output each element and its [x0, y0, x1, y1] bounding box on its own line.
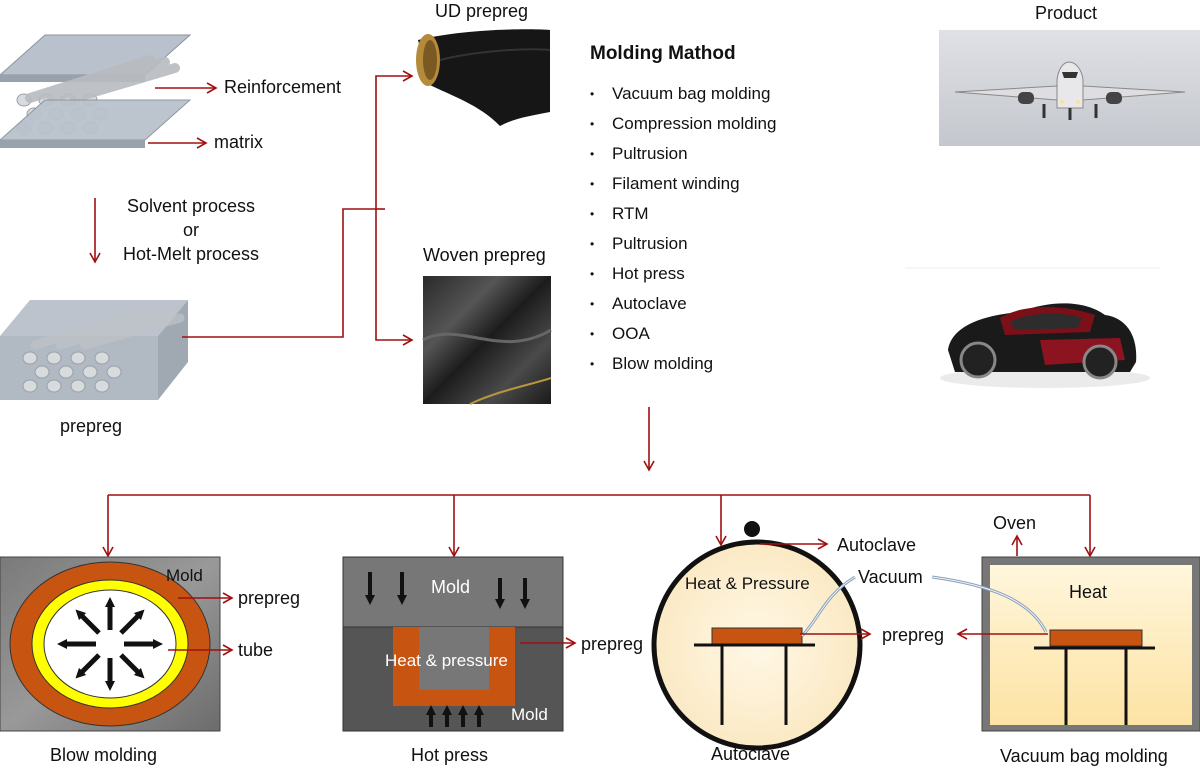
flow-connectors	[89, 70, 1096, 558]
autoclave-heat-pressure-label: Heat & Pressure	[685, 574, 810, 593]
molding-method-item: Hot press	[590, 260, 776, 290]
vacuum-bag-schematic	[931, 534, 1200, 732]
process-line-or: or	[182, 220, 199, 240]
hotpress-prepreg-label: prepreg	[581, 634, 644, 654]
blow-mold-label: Mold	[166, 566, 203, 585]
reinforcement-label: Reinforcement	[224, 77, 342, 97]
molding-method-item: Blow molding	[590, 350, 776, 380]
autoclave-prepreg-label: prepreg	[882, 625, 945, 645]
vacuum-bag-caption: Vacuum bag molding	[1000, 746, 1168, 766]
oven-label: Oven	[993, 513, 1037, 533]
molding-method-item: Pultrusion	[590, 230, 776, 260]
process-label: Solvent process or Hot-Melt process	[110, 194, 272, 266]
woven-prepreg-label: Woven prepreg	[423, 245, 546, 265]
layered-laminate-illustration	[0, 34, 192, 148]
sports-car-product-image	[905, 267, 1160, 388]
molding-method-item: Pultrusion	[590, 140, 776, 170]
molding-method-item: RTM	[590, 200, 776, 230]
molding-method-item: Autoclave	[590, 290, 776, 320]
woven-prepreg-image	[422, 276, 552, 405]
prepreg-block-illustration	[0, 300, 188, 400]
oven-heat-label: Heat	[1069, 582, 1108, 602]
molding-method-item: Vacuum bag molding	[590, 80, 776, 110]
product-label: Product	[1035, 3, 1098, 23]
molding-method-title: Molding Mathod	[590, 43, 736, 64]
hotpress-mold-bottom-label: Mold	[511, 705, 548, 724]
autoclave-vessel-label: Autoclave	[837, 535, 917, 555]
molding-method-item: Filament winding	[590, 170, 776, 200]
autoclave-schematic	[651, 521, 872, 751]
process-line-hotmelt: Hot-Melt process	[122, 244, 260, 264]
hot-press-schematic	[342, 556, 577, 732]
prepreg-label: prepreg	[60, 416, 123, 436]
blow-tube-label: tube	[238, 640, 274, 660]
matrix-label: matrix	[214, 132, 263, 152]
blow-molding-schematic	[0, 556, 234, 732]
vacuum-label: Vacuum	[858, 567, 923, 587]
molding-method-list: Vacuum bag molding Compression molding P…	[590, 80, 776, 380]
blow-molding-caption: Blow molding	[50, 745, 158, 765]
ud-prepreg-roll-image	[416, 29, 551, 126]
process-line-solvent: Solvent process	[126, 196, 256, 216]
hotpress-heat-pressure-label: Heat & pressure	[385, 651, 508, 670]
hotpress-mold-top-label: Mold	[431, 577, 471, 597]
molding-method-item: Compression molding	[590, 110, 776, 140]
airplane-product-image	[939, 30, 1200, 146]
ud-prepreg-label: UD prepreg	[435, 1, 529, 21]
blow-prepreg-label: prepreg	[238, 588, 301, 608]
molding-method-item: OOA	[590, 320, 776, 350]
autoclave-caption: Autoclave	[711, 744, 791, 764]
hot-press-caption: Hot press	[411, 745, 489, 765]
